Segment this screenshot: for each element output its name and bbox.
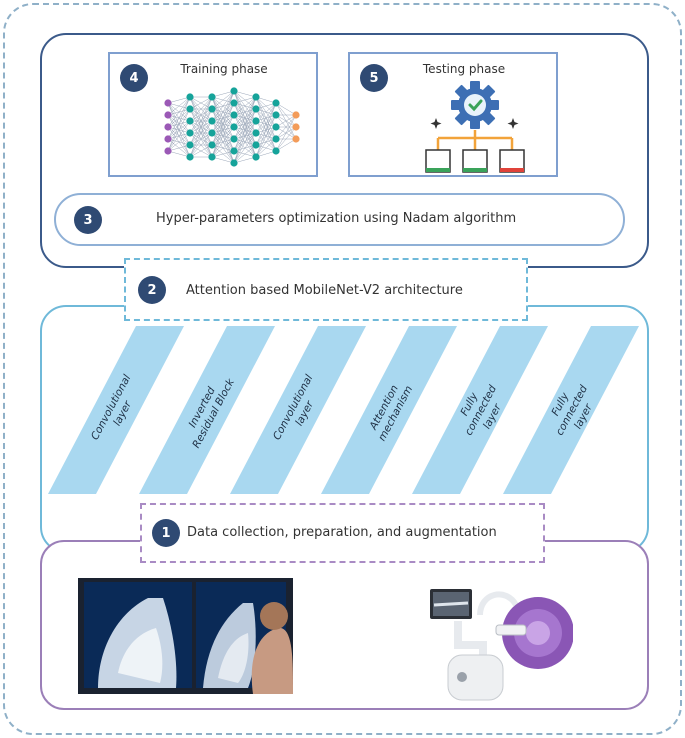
architecture-box: 2 Attention based MobileNet-V2 architect… bbox=[124, 258, 528, 321]
step-1-badge: 1 bbox=[152, 519, 180, 547]
layer-shape bbox=[48, 326, 184, 494]
layer-shape bbox=[321, 326, 457, 494]
optimization-box: 3 Hyper-parameters optimization using Na… bbox=[54, 193, 625, 246]
training-phase-title: Training phase bbox=[180, 62, 268, 76]
optimization-label: Hyper-parameters optimization using Nada… bbox=[156, 211, 517, 226]
neural-network-icon bbox=[164, 87, 300, 167]
architecture-label: Attention based MobileNet-V2 architectur… bbox=[186, 283, 463, 298]
step-3-badge: 3 bbox=[74, 206, 102, 234]
layer-6: Fullyconnectedlayer bbox=[503, 326, 639, 494]
mammogram-photo bbox=[78, 578, 293, 694]
testing-phase-title: Testing phase bbox=[422, 62, 506, 76]
layer-shape bbox=[412, 326, 548, 494]
layer-shape bbox=[503, 326, 639, 494]
data-collection-label: Data collection, preparation, and augmen… bbox=[187, 525, 497, 540]
layer-3: Convolutionallayer bbox=[230, 326, 366, 494]
ultrasound-machine-photo bbox=[430, 589, 573, 701]
layer-shape bbox=[139, 326, 275, 494]
step-4-badge: 4 bbox=[120, 64, 148, 92]
step-2-badge: 2 bbox=[138, 276, 166, 304]
step-5-badge: 5 bbox=[360, 64, 388, 92]
testing-phase-box: 5 Testing phase bbox=[348, 52, 558, 177]
data-collection-box: 1 Data collection, preparation, and augm… bbox=[140, 503, 545, 563]
layer-shape bbox=[230, 326, 366, 494]
outer-frame bbox=[3, 3, 682, 735]
training-phase-box: 4 Training phase bbox=[108, 52, 318, 177]
gear-check-icon bbox=[425, 81, 525, 173]
